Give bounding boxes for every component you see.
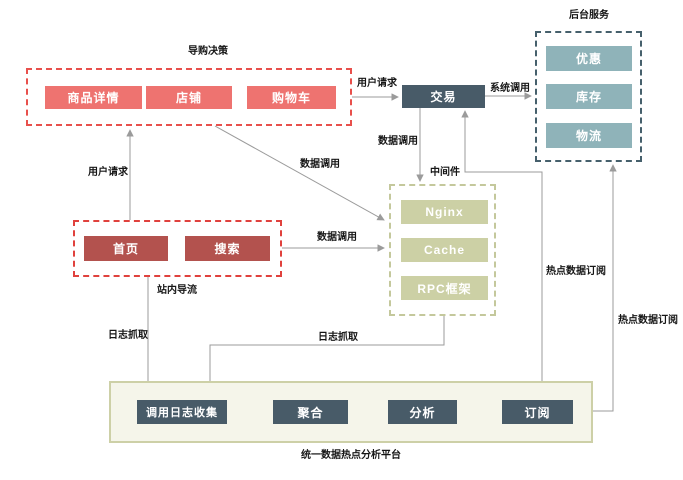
edge-hotspot-outer-line [573,164,617,412]
node-subscribe: 订阅 [502,400,573,424]
node-cache: Cache [401,238,488,262]
node-shop: 店铺 [146,86,232,109]
edge-log-capture-mid-line [206,316,445,397]
edge-label-site-flow: 站内导流 [157,285,197,296]
edge-label-user-request-up: 用户请求 [88,167,128,178]
edge-label-log-capture-mid: 日志抓取 [318,332,358,343]
frontend-pages-group-box [73,220,282,277]
edge-label-hotspot-outer: 热点数据订阅 [618,315,678,326]
platform-title: 统一数据热点分析平台 [301,450,401,461]
guide-decision-group-box [26,68,352,126]
middleware-group-box [389,184,496,316]
edge-data-call-diagonal-line [214,125,385,221]
node-search: 搜索 [185,236,270,261]
node-analyze: 分析 [388,400,457,424]
node-discount: 优惠 [546,46,632,71]
edge-label-data-call-diagonal: 数据调用 [300,159,340,170]
node-product-detail: 商品详情 [45,86,142,109]
edge-label-hotspot-inner: 热点数据订阅 [546,266,606,277]
node-cart: 购物车 [247,86,336,109]
edge-label-system-call: 系统调用 [490,83,530,94]
edge-label-data-call-down: 数据调用 [378,136,418,147]
edge-hotspot-inner-line [461,110,543,400]
edge-label-log-capture-left: 日志抓取 [108,330,148,341]
node-trade: 交易 [402,85,485,108]
middleware-group-title: 中间件 [430,167,460,178]
node-aggregate: 聚合 [273,400,348,424]
backend-services-group-box [535,31,642,162]
edge-label-data-call-mid: 数据调用 [317,232,357,243]
guide-group-title: 导购决策 [188,46,228,57]
node-homepage: 首页 [84,236,168,261]
node-rpc-framework: RPC框架 [401,276,488,300]
node-log-collect: 调用日志收集 [137,400,227,424]
backend-group-title: 后台服务 [569,10,609,21]
node-inventory: 库存 [546,84,632,109]
node-logistics: 物流 [546,123,632,148]
node-nginx: Nginx [401,200,488,224]
edge-label-user-request-right: 用户请求 [357,78,397,89]
